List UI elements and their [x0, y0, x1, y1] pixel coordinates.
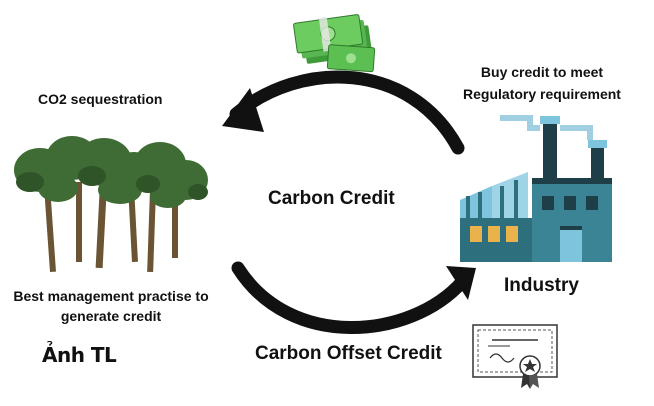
top-curved-arrow [222, 70, 465, 155]
industry-label: Industry [504, 275, 579, 296]
factory-icon [460, 115, 612, 262]
carbon-credit-label: Carbon Credit [268, 188, 395, 209]
co2-sequestration-label: CO2 sequestration [38, 91, 163, 107]
best-management-line-1: Best management practise to [13, 288, 209, 304]
money-stack-icon [293, 14, 376, 73]
certificate-icon [472, 324, 558, 389]
best-management-label: Best management practise to generate cre… [0, 286, 222, 326]
buy-credit-line-1: Buy credit to meet [480, 64, 604, 80]
best-management-line-2: generate credit [60, 308, 162, 324]
bottom-curved-arrow [231, 261, 476, 334]
forest-icon [14, 136, 208, 273]
watermark-label: Ảnh TL [42, 343, 117, 367]
carbon-offset-credit-label: Carbon Offset Credit [255, 343, 442, 364]
buy-credit-label: Buy credit to meet Regulatory requiremen… [452, 61, 632, 105]
buy-credit-line-2: Regulatory requirement [463, 86, 621, 102]
